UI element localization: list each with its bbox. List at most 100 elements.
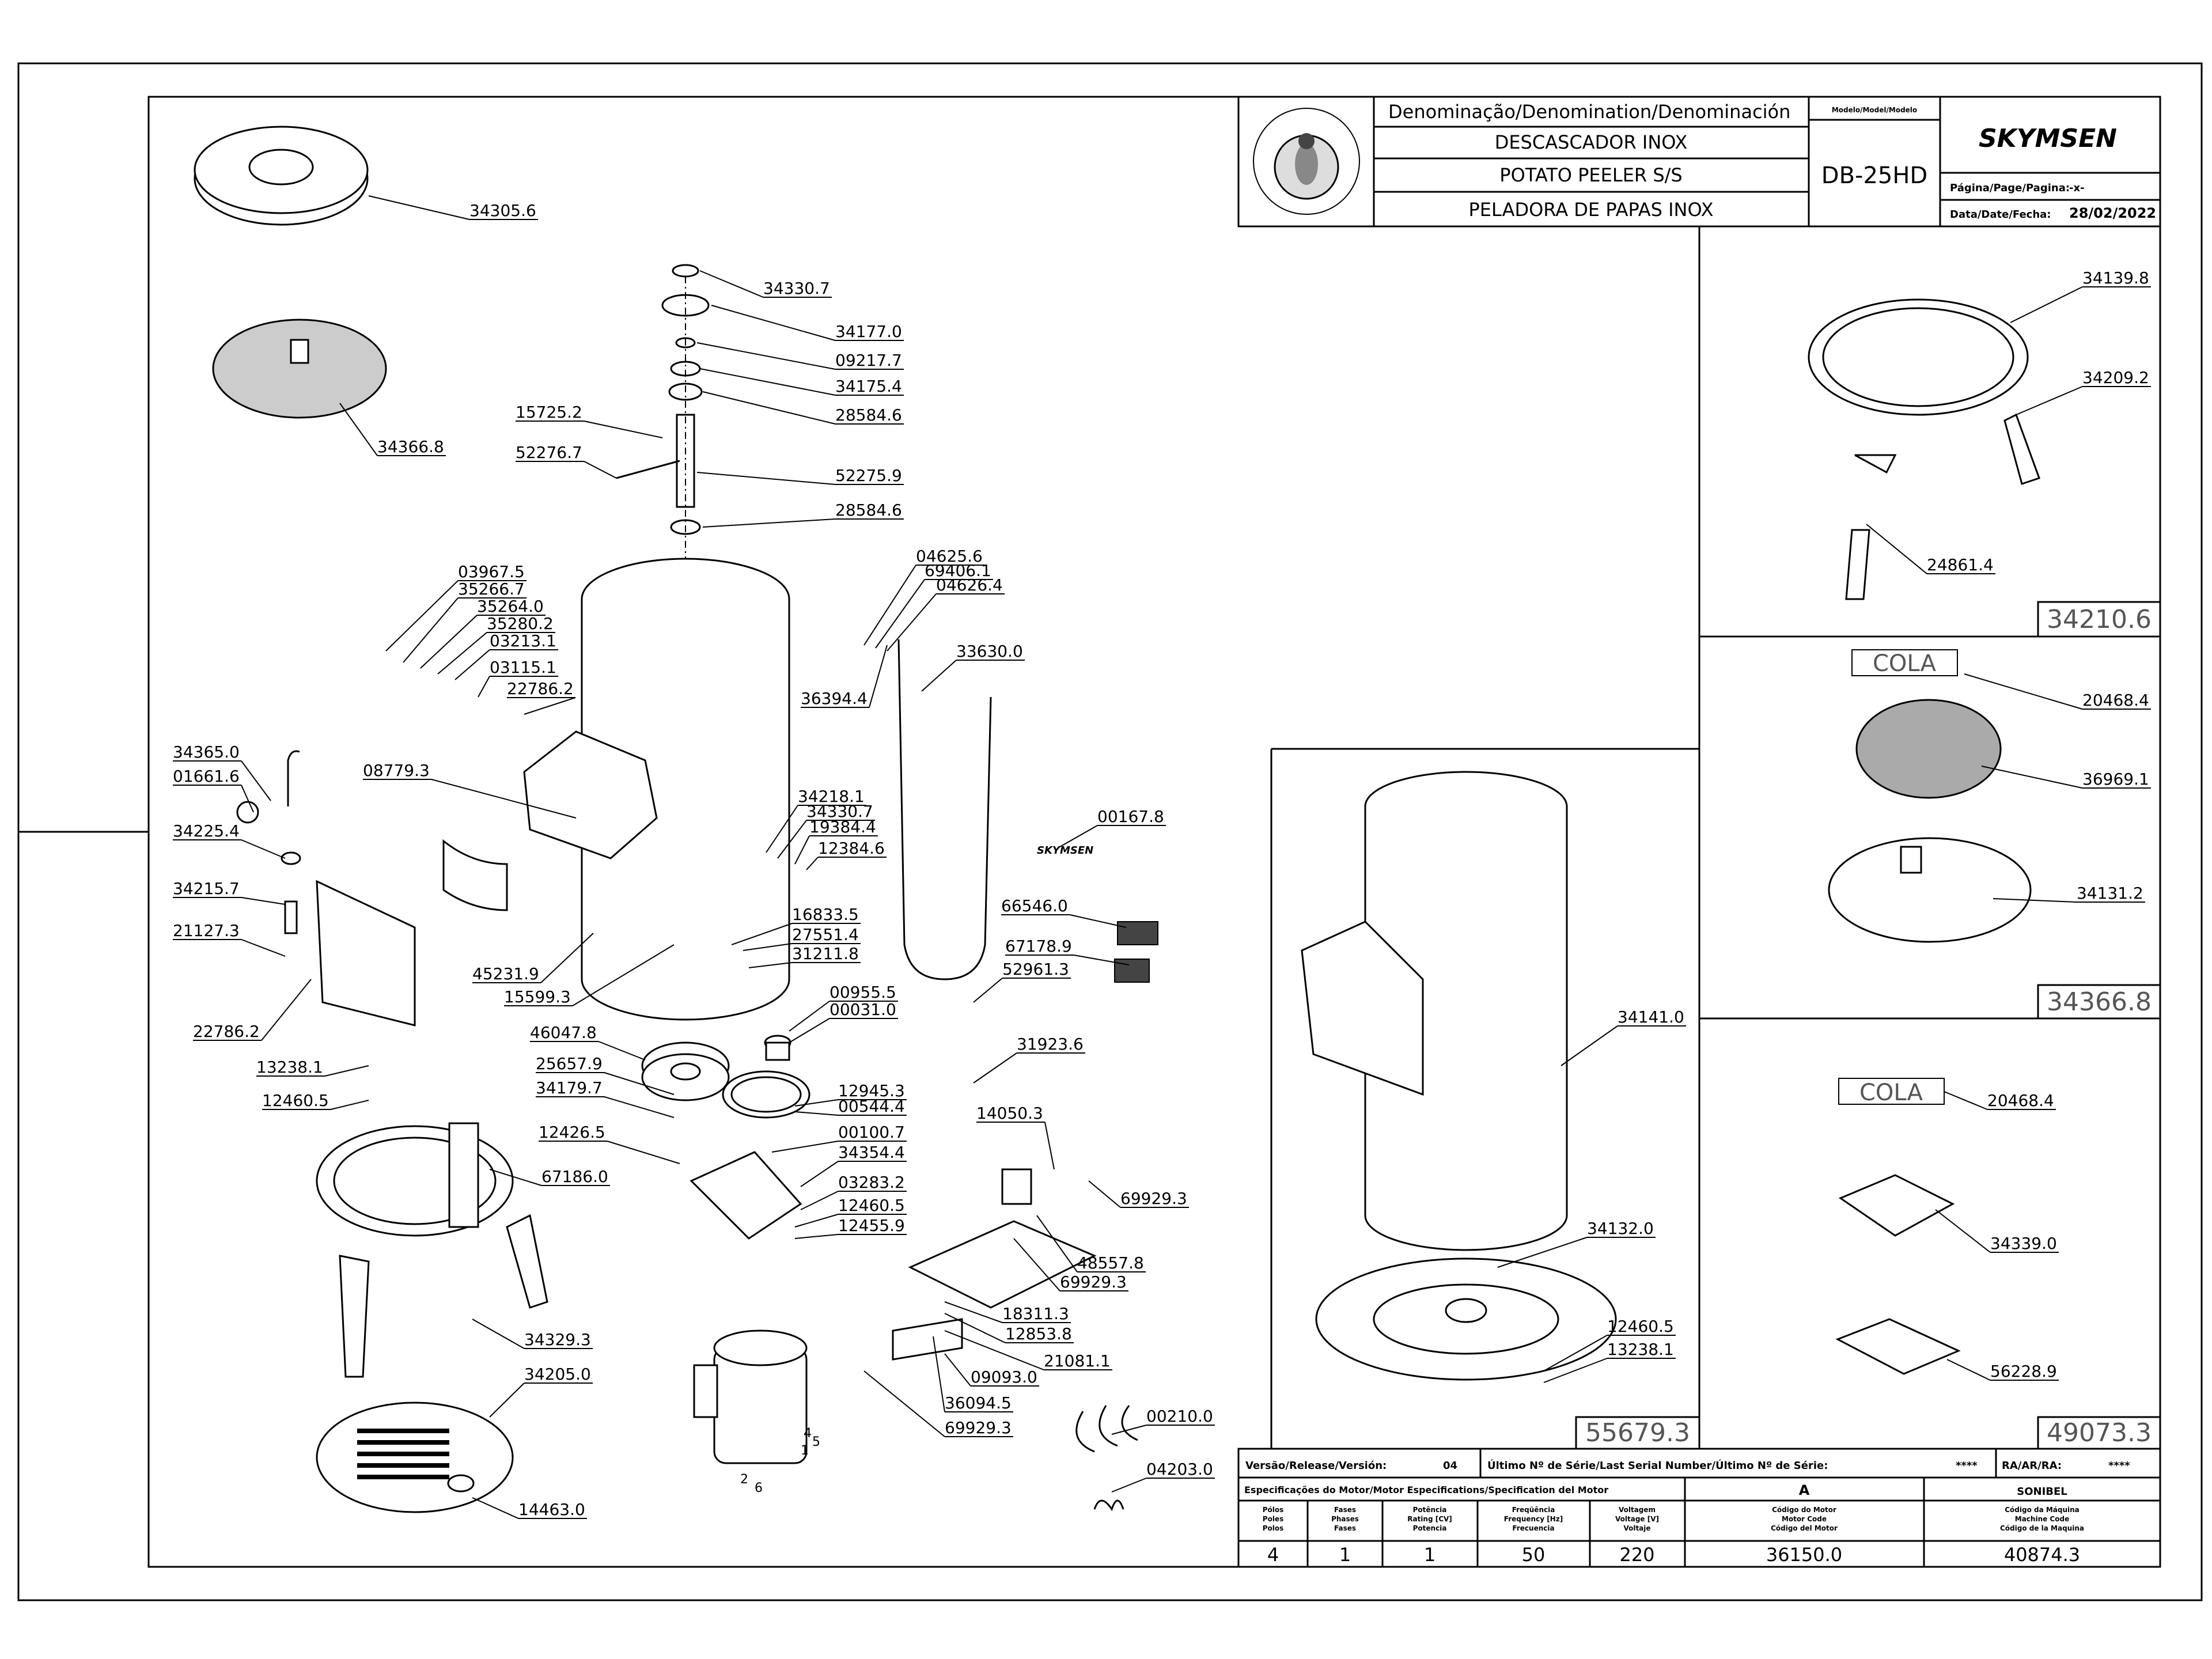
part-label: 35266.7 (403, 579, 527, 663)
part-label: 45231.9 (472, 933, 594, 983)
part-label: 12945.3 (794, 1081, 907, 1107)
side-part-label: 34141.0 (1560, 1007, 1686, 1066)
part-label: 28584.6 (702, 391, 904, 425)
date-value: 28/02/2022 (2069, 205, 2156, 221)
part-label: 03213.1 (454, 631, 558, 680)
part-label: 14463.0 (472, 1497, 587, 1519)
part-label: 00031.0 (789, 1000, 898, 1043)
svg-text:34215.7: 34215.7 (173, 879, 240, 898)
part-label: 34305.6 (368, 195, 538, 220)
part-label: 67178.9 (1005, 937, 1130, 965)
svg-text:31923.6: 31923.6 (1017, 1035, 1084, 1054)
part-label: 00955.5 (789, 983, 898, 1032)
svg-text:27551.4: 27551.4 (792, 925, 859, 944)
part-label: 09217.7 (696, 342, 904, 370)
svg-text:34339.0: 34339.0 (1990, 1234, 2057, 1253)
svg-text:34365.0: 34365.0 (173, 743, 240, 762)
motor-spec-label: Especificações do Motor/Motor Especifica… (1244, 1484, 1608, 1495)
side-part-label: 20468.4 (1964, 673, 2151, 710)
page-label: Página/Page/Pagina: (1950, 182, 2070, 194)
svg-text:03283.2: 03283.2 (838, 1173, 905, 1192)
side-part-label: 34139.8 (2010, 268, 2151, 323)
svg-text:21081.1: 21081.1 (1044, 1351, 1111, 1370)
svg-text:34354.4: 34354.4 (838, 1143, 905, 1162)
spec-header-line: Rating [CV] (1407, 1515, 1452, 1523)
part-label: 31923.6 (973, 1035, 1085, 1084)
svg-text:34366.8: 34366.8 (377, 437, 444, 456)
part-label: 12853.8 (944, 1313, 1074, 1343)
svg-text:08779.3: 08779.3 (363, 761, 430, 780)
svg-text:34132.0: 34132.0 (1587, 1219, 1654, 1238)
svg-text:13238.1: 13238.1 (1607, 1340, 1674, 1359)
spec-header-line: Machine Code (2015, 1515, 2069, 1523)
svg-text:20468.4: 20468.4 (1987, 1091, 2054, 1110)
version-label: Versão/Release/Versión: (1245, 1460, 1387, 1472)
spec-header-line: Potencia (1413, 1524, 1447, 1532)
spec-value: 1 (1424, 1544, 1435, 1566)
part-label: 36394.4 (801, 645, 888, 708)
spec-header-line: Voltage [V] (1615, 1515, 1659, 1523)
part-label: 69929.3 (1013, 1238, 1128, 1291)
part-label: 21081.1 (944, 1330, 1112, 1370)
svg-text:16833.5: 16833.5 (792, 905, 859, 924)
part-label: 48557.8 (1036, 1215, 1146, 1272)
svg-text:34330.7: 34330.7 (806, 802, 873, 821)
svg-text:36094.5: 36094.5 (945, 1393, 1012, 1412)
part-label: 25657.9 (536, 1054, 675, 1095)
part-label: 67186.0 (489, 1167, 610, 1186)
side-part-label: 34131.2 (1993, 884, 2145, 903)
right-panel-graphics (1301, 298, 2040, 1381)
svg-text:52961.3: 52961.3 (1002, 960, 1069, 979)
wire-number: 4 (804, 1426, 812, 1441)
svg-text:46047.8: 46047.8 (530, 1023, 597, 1042)
part-label: 12384.6 (806, 839, 887, 870)
part-label: 34354.4 (800, 1143, 907, 1187)
svg-text:03967.5: 03967.5 (458, 562, 525, 581)
part-label: 34225.4 (173, 821, 286, 859)
version-value: 04 (1443, 1460, 1457, 1472)
part-label: 03283.2 (800, 1173, 907, 1210)
page-value: -x- (2069, 182, 2085, 194)
model-header: Modelo/Model/Modelo (1832, 106, 1917, 114)
spec-header-line: Motor Code (1782, 1515, 1827, 1523)
motor-brand: SONIBEL (2017, 1486, 2067, 1498)
part-label: 52961.3 (973, 960, 1071, 1003)
part-label: 04626.4 (887, 575, 1005, 652)
spec-header-line: Voltagem (1619, 1506, 1656, 1514)
name-es: PELADORA DE PAPAS INOX (1468, 199, 1713, 221)
svg-text:SKYMSEN: SKYMSEN (1037, 844, 1093, 857)
part-label: 33630.0 (921, 642, 1025, 692)
svg-text:34177.0: 34177.0 (835, 322, 902, 341)
svg-text:19384.4: 19384.4 (809, 817, 876, 836)
svg-text:22786.2: 22786.2 (507, 679, 574, 698)
svg-text:12460.5: 12460.5 (838, 1196, 905, 1215)
svg-text:34205.0: 34205.0 (524, 1365, 591, 1384)
svg-text:14463.0: 14463.0 (518, 1500, 585, 1519)
part-label: 27551.4 (743, 925, 861, 951)
svg-text:66546.0: 66546.0 (1001, 896, 1068, 915)
svg-text:14050.3: 14050.3 (976, 1104, 1043, 1123)
svg-text:09093.0: 09093.0 (971, 1368, 1037, 1387)
svg-text:34175.4: 34175.4 (835, 377, 902, 396)
part-label: 35280.2 (437, 614, 555, 675)
svg-text:12460.5: 12460.5 (262, 1091, 329, 1110)
svg-text:52276.7: 52276.7 (516, 443, 582, 462)
svg-text:04626.4: 04626.4 (936, 575, 1003, 594)
part-label: 35264.0 (420, 597, 546, 669)
part-label: 21127.3 (173, 921, 286, 957)
svg-text:01661.6: 01661.6 (173, 767, 240, 786)
side-part-label: 20468.4 (1944, 1091, 2056, 1110)
spec-header-line: Código da Máquina (2005, 1506, 2080, 1514)
part-label: 12455.9 (794, 1216, 907, 1239)
brand-logo: SKYMSEN (1979, 124, 2117, 153)
spec-value: 4 (1267, 1544, 1279, 1566)
svg-text:35266.7: 35266.7 (458, 579, 525, 599)
svg-text:00210.0: 00210.0 (1146, 1407, 1213, 1426)
svg-text:34305.6: 34305.6 (469, 201, 536, 220)
svg-text:67186.0: 67186.0 (541, 1167, 608, 1186)
svg-text:04203.0: 04203.0 (1146, 1460, 1213, 1479)
lid-assembly-code: 34366.8 (2047, 987, 2152, 1017)
